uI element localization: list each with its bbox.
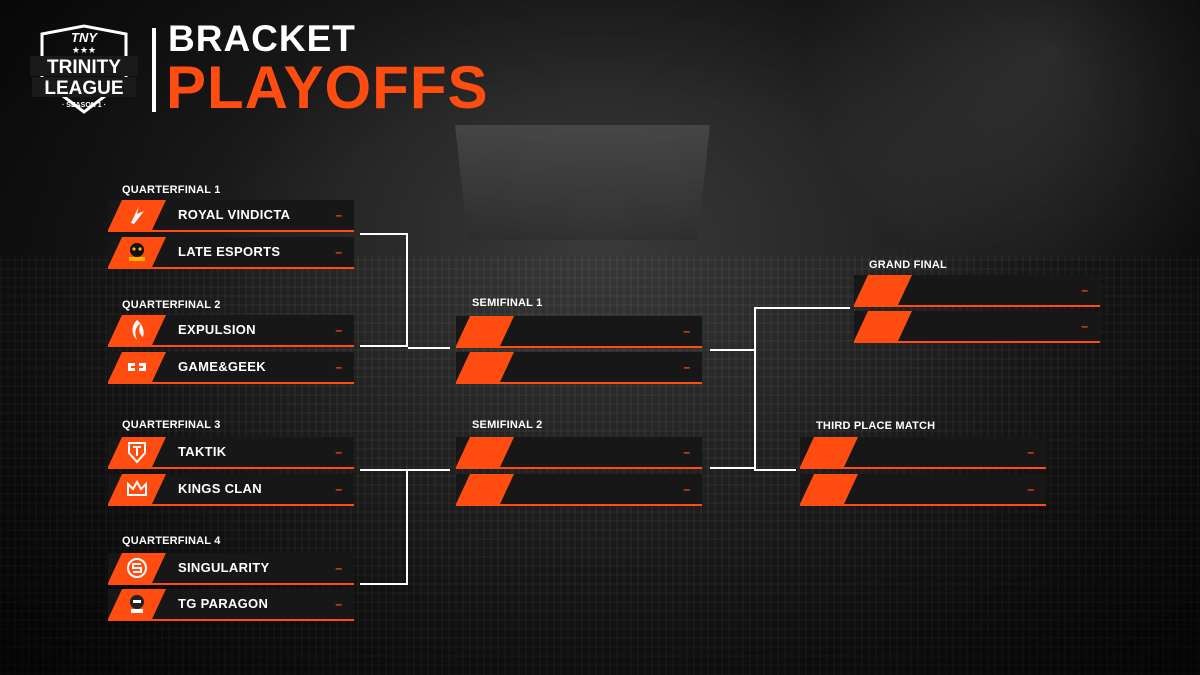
late-esports-logo-icon: [125, 240, 149, 264]
title-bracket: BRACKET: [168, 18, 356, 59]
qf1-team2-slot[interactable]: LATE ESPORTS –: [108, 237, 354, 269]
stage-lights: [700, 0, 1200, 260]
team-logo-box: [108, 589, 166, 619]
grand-final-team2-slot[interactable]: –: [854, 311, 1100, 343]
grand-final-label: GRAND FINAL: [869, 259, 947, 271]
qf2-team2-slot[interactable]: GAME&GEEK –: [108, 352, 354, 384]
logo-line3: · SEASON 1 ·: [62, 102, 106, 109]
qf2-team1-slot[interactable]: EXPULSION –: [108, 315, 354, 347]
third-place-team1-slot[interactable]: –: [800, 437, 1046, 469]
sf1-team2-slot[interactable]: –: [456, 352, 702, 384]
team-score: –: [335, 208, 342, 222]
qf1-label: QUARTERFINAL 1: [122, 184, 221, 196]
team-logo-box: [108, 237, 166, 267]
sf1-label: SEMIFINAL 1: [472, 297, 543, 309]
team-score: –: [1027, 445, 1034, 459]
team-score: –: [1027, 482, 1034, 496]
team-score: –: [335, 445, 342, 459]
team-score: –: [335, 561, 342, 575]
team-name: LATE ESPORTS: [178, 244, 281, 259]
qf3-qf4-connector: [360, 469, 408, 585]
team-score: –: [683, 445, 690, 459]
qf-sf1-connector: [408, 347, 450, 349]
logo-stars: ★★★: [72, 45, 96, 55]
header-divider: [152, 28, 156, 112]
team-logo-box: [108, 553, 166, 583]
expulsion-logo-icon: [125, 318, 149, 342]
arena-screen: [455, 125, 710, 240]
team-logo-box: [108, 200, 166, 230]
team-logo-box: [108, 474, 166, 504]
team-logo-box: [456, 352, 514, 382]
team-score: –: [335, 323, 342, 337]
team-logo-box: [800, 437, 858, 467]
team-score: –: [683, 324, 690, 338]
logo-line1: TRINITY: [47, 57, 121, 78]
qf4-team1-slot[interactable]: SINGULARITY –: [108, 553, 354, 585]
qf2-label: QUARTERFINAL 2: [122, 299, 221, 311]
qf-sf2-connector: [360, 469, 450, 471]
third-place-team2-slot[interactable]: –: [800, 474, 1046, 506]
game-geek-logo-icon: [125, 355, 149, 379]
team-logo-box: [456, 437, 514, 467]
qf4-label: QUARTERFINAL 4: [122, 535, 221, 547]
sf1-sf2-connector: [710, 349, 756, 469]
taktik-logo-icon: [125, 440, 149, 464]
team-logo-box: [108, 315, 166, 345]
team-score: –: [683, 360, 690, 374]
royal-vindicta-logo-icon: [125, 203, 149, 227]
team-name: TG PARAGON: [178, 596, 269, 611]
qf3-label: QUARTERFINAL 3: [122, 419, 221, 431]
team-name: ROYAL VINDICTA: [178, 207, 291, 222]
team-logo-box: [800, 474, 858, 504]
team-score: –: [683, 482, 690, 496]
qf1-team1-slot[interactable]: ROYAL VINDICTA –: [108, 200, 354, 232]
sf2-label: SEMIFINAL 2: [472, 419, 543, 431]
singularity-logo-icon: [125, 556, 149, 580]
team-logo-box: [854, 311, 912, 341]
logo-line2: LEAGUE: [44, 78, 123, 99]
third-place-label: THIRD PLACE MATCH: [816, 420, 936, 432]
qf1-qf2-connector: [360, 233, 408, 347]
sf2-team1-slot[interactable]: –: [456, 437, 702, 469]
team-name: EXPULSION: [178, 322, 256, 337]
sf-grand-final-connector: [754, 307, 850, 351]
team-score: –: [335, 597, 342, 611]
sf-third-place-connector: [754, 469, 796, 471]
sf2-team2-slot[interactable]: –: [456, 474, 702, 506]
logo-mark: TNY: [71, 30, 98, 45]
team-logo-box: [108, 352, 166, 382]
qf3-team1-slot[interactable]: TAKTIK –: [108, 437, 354, 469]
team-name: TAKTIK: [178, 444, 227, 459]
team-name: KINGS CLAN: [178, 481, 262, 496]
team-score: –: [1081, 319, 1088, 333]
trinity-league-logo: TNY ★★★ TRINITY LEAGUE · SEASON 1 ·: [30, 24, 138, 114]
team-score: –: [1081, 283, 1088, 297]
title-playoffs: PLAYOFFS: [166, 54, 489, 121]
team-score: –: [335, 482, 342, 496]
team-score: –: [335, 245, 342, 259]
team-logo-box: [854, 275, 912, 305]
kings-clan-logo-icon: [125, 477, 149, 501]
team-logo-box: [108, 437, 166, 467]
team-logo-box: [456, 316, 514, 346]
team-logo-box: [456, 474, 514, 504]
team-name: SINGULARITY: [178, 560, 270, 575]
tg-paragon-logo-icon: [125, 592, 149, 616]
team-score: –: [335, 360, 342, 374]
qf3-team2-slot[interactable]: KINGS CLAN –: [108, 474, 354, 506]
grand-final-team1-slot[interactable]: –: [854, 275, 1100, 307]
sf1-team1-slot[interactable]: –: [456, 316, 702, 348]
team-name: GAME&GEEK: [178, 359, 266, 374]
qf4-team2-slot[interactable]: TG PARAGON –: [108, 589, 354, 621]
